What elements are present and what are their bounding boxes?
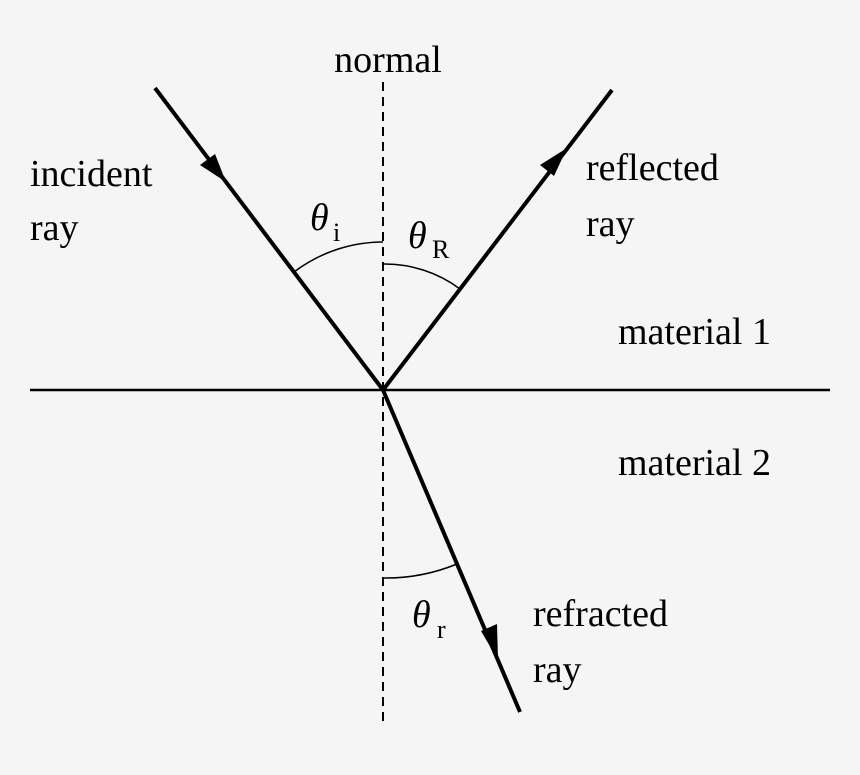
incident-angle-arc — [293, 241, 384, 273]
material1-label: material 1 — [618, 311, 771, 353]
refracted-ray — [381, 389, 522, 713]
reflected-label-line1: reflected — [586, 147, 719, 189]
refracted-label-line1: refracted — [533, 593, 668, 635]
incident-ray — [153, 86, 385, 392]
reflected-angle-symbol: θ — [408, 215, 427, 257]
reflected-angle-subscript: R — [432, 235, 450, 264]
reflected-arrowhead — [540, 148, 567, 176]
normal-label: normal — [334, 39, 442, 81]
incident-label-line1: incident — [30, 153, 153, 195]
refracted-arrowhead — [481, 624, 498, 660]
incident-label-line2: ray — [30, 207, 79, 249]
reflected-ray — [381, 88, 614, 392]
incident-arrowhead — [200, 154, 226, 182]
refracted-angle-subscript: r — [437, 615, 446, 644]
incident-angle-label: θ i — [310, 197, 340, 247]
incident-angle-symbol: θ — [310, 197, 329, 239]
reflected-angle-arc — [382, 263, 461, 290]
refracted-angle-arc — [382, 563, 458, 579]
refracted-angle-label: θ r — [412, 594, 446, 644]
reflected-label-line2: ray — [586, 203, 635, 245]
refracted-label-line2: ray — [533, 649, 582, 691]
reflected-angle-label: θ R — [408, 215, 450, 264]
refracted-angle-symbol: θ — [412, 594, 431, 636]
material2-label: material 2 — [618, 442, 771, 484]
incident-angle-subscript: i — [333, 218, 340, 247]
